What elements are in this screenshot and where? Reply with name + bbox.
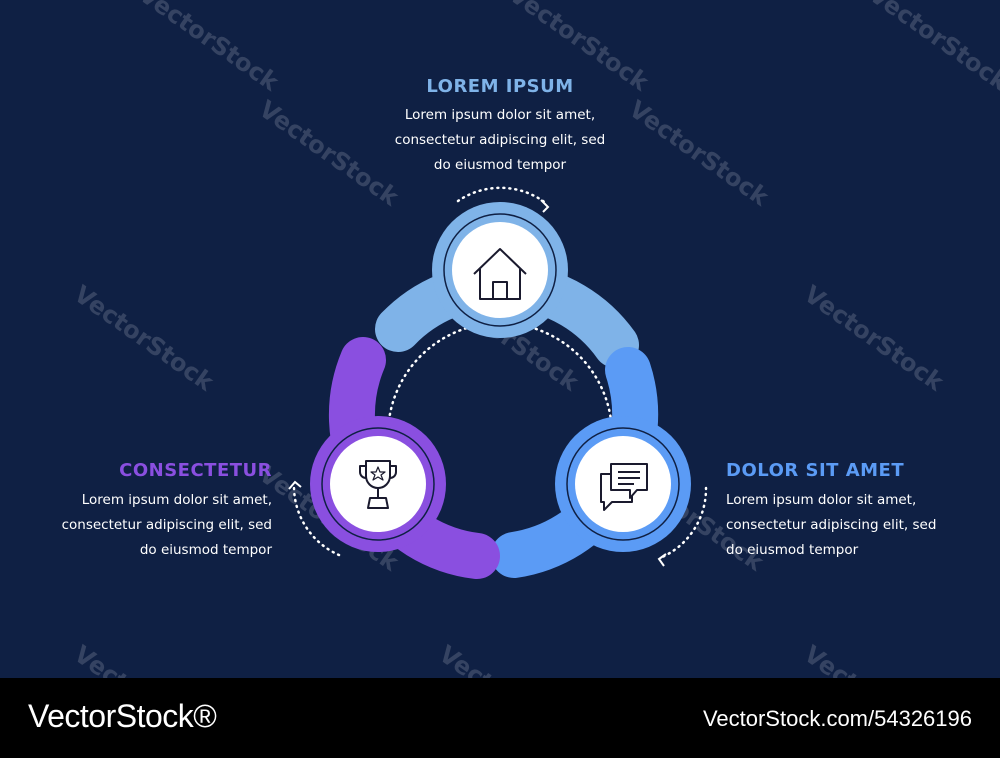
step-description-right: Lorem ipsum dolor sit amet, consectetur …: [726, 492, 937, 558]
arrowhead-right: [657, 553, 667, 567]
outer-dotted-arc-left: [292, 483, 341, 557]
outer-dotted-arc-top: [456, 186, 549, 206]
chat-bubbles-icon: [600, 463, 648, 511]
infographic-canvas: VectorStock VectorStock VectorStock Vect…: [61, 0, 1000, 678]
step-node-top: [432, 202, 568, 338]
arrowhead-left: [288, 480, 302, 490]
arrowhead-top: [540, 199, 550, 213]
trophy-icon: [359, 460, 397, 509]
cycle-diagram: [288, 186, 708, 579]
footer-bar: VectorStock® VectorStock.com/54326196: [0, 678, 1000, 758]
step-description-top: Lorem ipsum dolor sit amet, consectetur …: [394, 107, 606, 173]
home-icon: [473, 248, 527, 300]
step-title-top: LOREM IPSUM: [426, 76, 574, 97]
step-title-right: DOLOR SIT AMET: [726, 460, 905, 481]
outer-dotted-arc-right: [658, 486, 708, 560]
image-id-label: VectorStock.com/54326196: [702, 706, 972, 731]
step-node-left: [310, 416, 446, 552]
brand-logo: VectorStock®: [28, 698, 217, 734]
step-title-left: CONSECTETUR: [119, 460, 272, 481]
step-description-left: Lorem ipsum dolor sit amet, consectetur …: [61, 492, 272, 558]
